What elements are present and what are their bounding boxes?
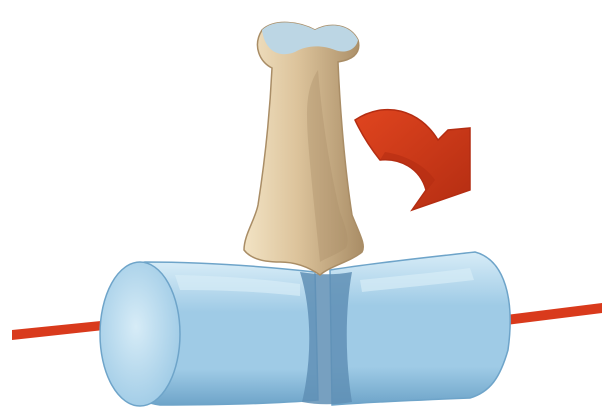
cylinder-icon <box>100 252 510 406</box>
rotation-arrow <box>355 110 470 210</box>
cylinder-end-cap <box>100 262 180 406</box>
bone-icon <box>244 22 363 275</box>
rotation-arrow-icon <box>355 110 470 210</box>
